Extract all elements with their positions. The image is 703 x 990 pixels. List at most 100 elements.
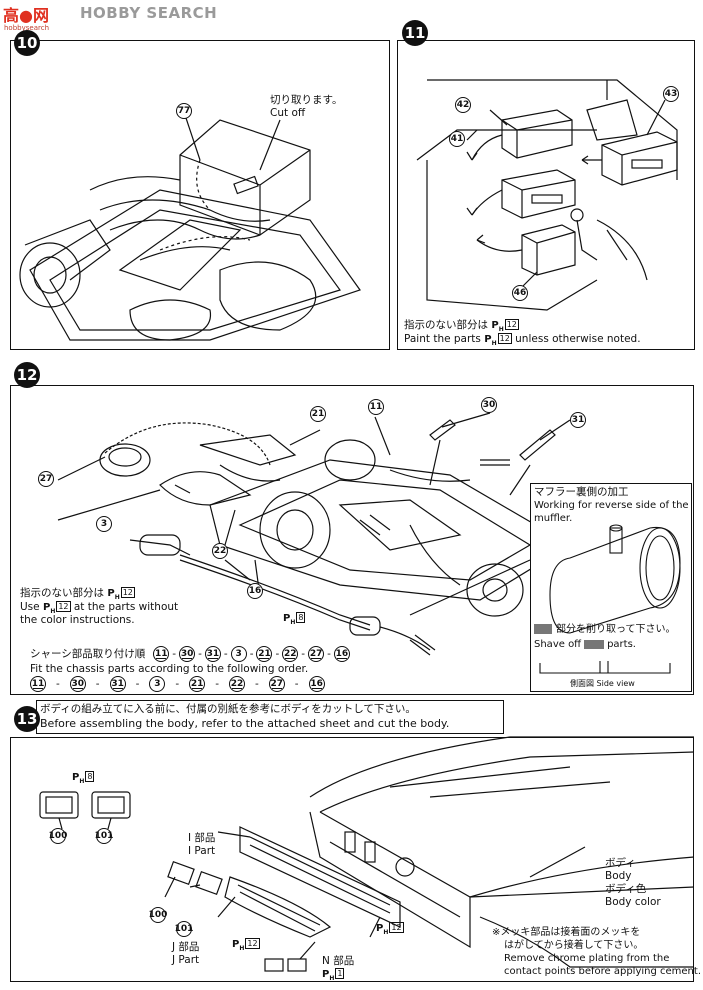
step-13-n-paint: PH1 — [322, 968, 345, 985]
step-13-grille-paint: PH12 — [376, 922, 404, 939]
step-11-console-drawing — [416, 79, 678, 311]
step-11-note-jp: 指示のない部分は PH12 — [404, 319, 519, 336]
step-10-chassis-drawing — [19, 117, 361, 341]
step-12-callout-27: 27 — [38, 471, 54, 487]
step-11-number: 11 — [402, 20, 428, 46]
step-13-number: 13 — [14, 706, 40, 732]
step-12-exhaust-paint: PH8 — [283, 612, 306, 629]
step-12-callout-11: 11 — [368, 399, 384, 415]
step-12-callout-3: 3 — [96, 516, 112, 532]
step-12-number: 12 — [14, 362, 40, 388]
step-12-note-en-line1-code: 12 — [56, 601, 71, 612]
step-13-i-part-en: I Part — [188, 845, 216, 857]
step-11-note-en-prefix: Paint the parts — [404, 333, 481, 345]
watermark-logo: 高●网 — [3, 6, 49, 25]
step-13-body-jp: ボディ — [605, 857, 636, 869]
watermark-subtext: hobbysearch — [4, 24, 50, 32]
step-12-order-jp-label: シャーシ部品取り付け順 — [30, 647, 146, 660]
step-13-callout-100-top: 100 — [49, 828, 67, 844]
ph-icon: PH — [107, 588, 120, 601]
step-11-note-en: Paint the parts PH12 unless otherwise no… — [404, 333, 641, 350]
ph-icon: PH — [491, 320, 504, 333]
muffler-drawing — [539, 524, 681, 674]
step-11-callout-42: 42 — [455, 97, 471, 113]
step-12-order-jp-sequence: 11- 30- 31- 3- 21- 22- 27- 16 — [153, 646, 350, 662]
step-12-note-jp: 指示のない部分は PH12 — [20, 587, 135, 604]
ph-icon: PH — [283, 613, 296, 626]
step-13-chrome-en-2: contact points before applying cement. — [504, 966, 701, 977]
step-13-callout-100-loose: 100 — [149, 907, 167, 923]
step-13-lamp-code: 8 — [85, 771, 95, 782]
step-12-callout-22: 22 — [212, 543, 228, 559]
step-13-grille-code: 12 — [389, 922, 404, 933]
step-13-body-color-jp: ボディ色 — [605, 883, 647, 895]
muffler-shave-en-suffix: parts. — [607, 639, 636, 650]
step-10-cut-en: Cut off — [270, 107, 306, 119]
step-12-note-en-line2: the color instructions. — [20, 614, 135, 626]
shave-swatch-small — [584, 640, 605, 649]
step-13-body-en: Body — [605, 870, 632, 882]
step-13-lamp-paint: PH8 — [72, 771, 95, 788]
step-12-order-jp: シャーシ部品取り付け順 11- 30- 31- 3- 21- 22- 27- 1… — [30, 646, 350, 662]
step-13-callout-101-top: 101 — [95, 828, 113, 844]
order-en-item: 31 — [109, 676, 126, 692]
step-12-order-en: Fit the chassis parts according to the f… — [30, 663, 309, 675]
order-en-item: 16 — [308, 676, 325, 692]
step-11-note-jp-text: 指示のない部分は — [404, 319, 488, 331]
order-jp-item: 22 — [282, 646, 299, 662]
step-13-header-box — [36, 700, 504, 734]
muffler-inset-title-en-1: Working for reverse side of the — [534, 500, 689, 511]
step-12-note-jp-text: 指示のない部分は — [20, 587, 104, 599]
order-jp-item: 11 — [153, 646, 170, 662]
step-12-note-en-line1-suffix: at the parts without — [73, 601, 179, 613]
step-13-callout-101-loose: 101 — [175, 921, 193, 937]
order-jp-item: 31 — [204, 646, 221, 662]
step-11-callout-43: 43 — [663, 86, 679, 102]
order-en-item: 21 — [189, 676, 206, 692]
step-13-n-code: 1 — [335, 968, 345, 979]
step-11-note-en-suffix: unless otherwise noted. — [515, 333, 641, 345]
muffler-shave-en-prefix: Shave off — [534, 639, 582, 650]
order-en-item: 3 — [149, 676, 166, 692]
step-13-body-color-en: Body color — [605, 896, 661, 908]
ph-icon: PH — [42, 602, 56, 615]
step-13-j-paint: PH12 — [232, 938, 260, 955]
step-13-j-part-en: J Part — [172, 954, 200, 966]
muffler-side-view-label: 側面図 Side view — [570, 679, 635, 688]
order-en-item: 30 — [69, 676, 86, 692]
step-11-note-en-code: 12 — [497, 333, 512, 344]
ph-icon: PH — [232, 939, 245, 952]
step-11-callout-46: 46 — [512, 285, 528, 301]
watermark-search-text: HOBBY SEARCH — [80, 4, 218, 22]
step-10-number: 10 — [14, 30, 40, 56]
muffler-inset-title-en-2: muffler. — [534, 513, 573, 524]
step-13-panel — [10, 737, 694, 982]
order-jp-item: 3 — [230, 646, 247, 662]
step-10-cut-jp: 切り取ります。 — [270, 94, 343, 106]
order-en-item: 27 — [268, 676, 285, 692]
step-13-header-en: Before assembling the body, refer to the… — [40, 717, 450, 730]
step-13-chrome-jp-1: ※メッキ部品は接着面のメッキを — [492, 927, 641, 938]
step-11-note-jp-code: 12 — [504, 319, 519, 330]
muffler-inset — [530, 483, 692, 692]
step-12-order-en-sequence: 11- 30- 31- 3- 21- 22- 27- 16 — [30, 676, 325, 692]
order-jp-item: 21 — [256, 646, 273, 662]
step-12-note-en-line1: Use PH12 at the parts without — [20, 601, 178, 618]
step-12-chassis-drawing — [57, 412, 572, 656]
order-jp-item: 27 — [308, 646, 325, 662]
step-12-exhaust-code: 8 — [296, 612, 306, 623]
step-11-callout-41: 41 — [449, 131, 465, 147]
muffler-shave-jp: 部分を削り取って下さい。 — [556, 624, 676, 635]
step-13-header-jp: ボディの組み立てに入る前に、付属の別紙を参考にボディをカットして下さい。 — [40, 703, 416, 715]
shave-swatch — [534, 624, 552, 634]
order-jp-item: 16 — [333, 646, 350, 662]
order-en-item: 11 — [30, 676, 46, 692]
step-12-callout-16: 16 — [247, 583, 263, 599]
ph-icon: PH — [322, 969, 335, 982]
ph-icon: PH — [72, 772, 85, 785]
muffler-shave-en: Shave off parts. — [534, 638, 636, 651]
step-13-chrome-jp-2: はがしてから接着して下さい。 — [504, 940, 644, 951]
step-13-i-part-jp: I 部品 — [188, 832, 216, 844]
step-10-callout-77: 77 — [176, 103, 192, 119]
step-12-callout-21: 21 — [310, 406, 326, 422]
